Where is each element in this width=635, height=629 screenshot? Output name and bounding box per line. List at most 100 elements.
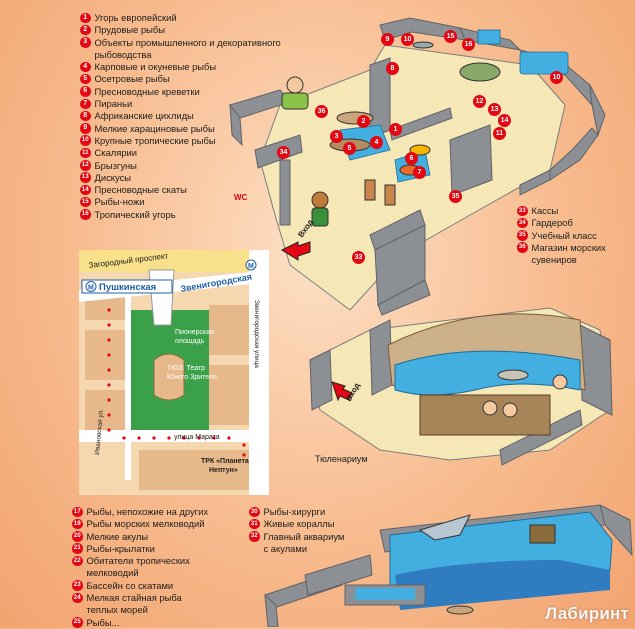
- metro-icon-pushkinskaya: М: [88, 285, 94, 292]
- theatre-label: ТЮЗ: Театр Юного Зрителя: [167, 365, 217, 381]
- legend-number-badge: 4: [80, 61, 91, 73]
- legend-number-badge: 36: [517, 242, 528, 253]
- location-map: Загородный проспект М Пушкинская М Звени…: [79, 250, 269, 495]
- legend-label: Угорь европейский: [94, 12, 177, 23]
- stamp-34: 34: [277, 146, 290, 159]
- legend-number-badge: 6: [80, 86, 91, 97]
- stamp-7: 7: [413, 166, 426, 179]
- legend-number-badge: 25: [72, 617, 83, 628]
- legend-number-badge: 24: [72, 592, 83, 604]
- stamp-10: 10: [550, 71, 563, 84]
- legend-number-badge: 35: [517, 230, 528, 241]
- metro-pushkinskaya: Пушкинская: [99, 282, 156, 293]
- legend-number-badge: 17: [72, 506, 83, 517]
- watermark-labirint: Лабиринт: [545, 604, 629, 623]
- stamp-10a: 10: [401, 33, 414, 46]
- tyulenarium-label: Тюленариум: [315, 454, 368, 464]
- legend-label: Скалярии: [94, 147, 138, 159]
- legend-label: Карповые и окуневые рыбы: [94, 61, 217, 73]
- legend-number-badge: 21: [72, 543, 83, 554]
- legend-label: Прудовые рыбы: [94, 24, 166, 36]
- legend-number-badge: 16: [80, 209, 91, 220]
- stamp-9: 9: [381, 33, 394, 46]
- legend-label: Обитатели тропических мелководий: [86, 555, 190, 579]
- legend-label: Тропический угорь: [94, 208, 176, 220]
- legend-number-badge: 10: [80, 135, 91, 146]
- legend-number-badge: 1: [80, 12, 91, 23]
- legend-number-badge: 19: [72, 518, 83, 530]
- legend-label: Кассы: [531, 205, 559, 216]
- stamp-5: 5: [343, 142, 356, 155]
- street-left: Ивановская ул.: [94, 408, 105, 455]
- legend-label: Брызгуны: [94, 159, 137, 171]
- legend-label: Крупные тропические рыбы: [94, 134, 216, 146]
- legend-number-badge: 20: [72, 531, 83, 542]
- legend-label: Гардероб: [531, 217, 573, 229]
- street-marata: улица Марата: [174, 434, 220, 441]
- stamp-1: 1: [389, 123, 402, 136]
- stamp-14: 14: [498, 114, 511, 127]
- legend-number-badge: 11: [80, 147, 91, 159]
- entrance-arrow-mid-icon: [331, 381, 353, 402]
- stamp-12: 12: [473, 95, 486, 108]
- legend-label: Бассейн со скатами: [86, 579, 174, 591]
- wc-label: WC: [234, 193, 248, 202]
- legend-number-badge: 15: [80, 196, 91, 208]
- legend-number-badge: 8: [80, 110, 91, 122]
- legend-number-badge: 7: [80, 98, 91, 110]
- legend-label: Африканские цихлиды: [94, 110, 194, 122]
- legend-number-badge: 34: [517, 217, 528, 229]
- entrance-arrow-icon: [280, 241, 311, 261]
- legend-number-badge: 30: [249, 506, 260, 517]
- legend-label: Живые кораллы: [263, 518, 335, 530]
- pioneer-square: Пионерская площадь: [175, 329, 216, 345]
- legend-label: Рыбы-ножи: [94, 196, 145, 208]
- street-zvenigorodskaya: Звенигородская улица: [253, 300, 260, 368]
- upper-animals: [281, 41, 501, 227]
- legend-label: Рыбы-хирурги: [263, 506, 326, 517]
- legend-label: Магазин морских сувениров: [531, 241, 606, 266]
- legend-label: Главный аквариум с акулами: [263, 530, 345, 554]
- stamp-3: 3: [330, 130, 343, 143]
- stamp-6: 6: [405, 152, 418, 165]
- legend-label: Дискусы: [94, 171, 132, 183]
- legend-label: Рыбы-крылатки: [86, 542, 155, 554]
- legend-number-badge: 32: [249, 531, 260, 542]
- stamp-15: 15: [444, 30, 457, 43]
- legend-label: Пресноводные скаты: [94, 184, 187, 196]
- legend-number-badge: 12: [80, 160, 91, 171]
- floor-plan-upper: Вход WC: [229, 17, 606, 316]
- legend-label: Осетровые рыбы: [94, 73, 170, 85]
- legend-number-badge: 31: [249, 518, 260, 530]
- mall-label: ТРК «Планета Нептун»: [201, 458, 251, 474]
- legend-label: Пресноводные креветки: [94, 85, 200, 97]
- stamp-13: 13: [488, 103, 501, 116]
